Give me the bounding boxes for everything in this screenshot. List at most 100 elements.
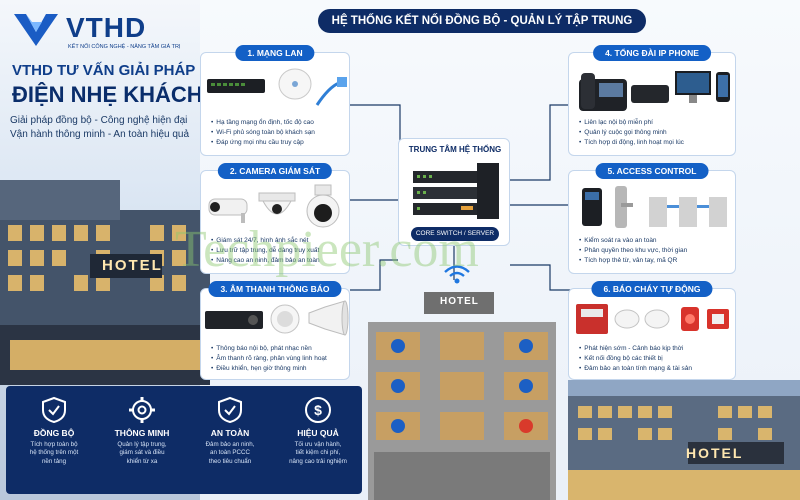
audio-feature-2: Âm thanh rõ ràng, phân vùng linh hoạt <box>211 355 327 362</box>
ipphone-feature-2: Quản lý cuộc gọi thông minh <box>579 129 666 136</box>
shield-icon <box>42 396 66 424</box>
camera-feature-2: Lưu trữ tập trung, dễ dàng truy xuất <box>211 247 319 254</box>
feature-an-toan: AN TOÀN Đảm bảo an ninh, an toàn PCCC th… <box>190 386 270 494</box>
camera-feature-3: Nâng cao an ninh, đảm bảo an toàn <box>211 257 319 264</box>
network-cable-icon <box>315 77 347 106</box>
camera-feature-1: Giám sát 24/7, hình ảnh sắc nét <box>211 237 308 244</box>
center-system: TRUNG TÂM HỆ THỐNG CORE SWITCH / SERVER <box>398 138 510 246</box>
panel-camera: 2. CAMERA GIÁM SÁT Giám sát 24/7, hình ả… <box>200 163 350 274</box>
feature-desc-line: khiển từ xa <box>126 457 158 465</box>
fire-bell-icon <box>681 307 699 331</box>
lan-feature-2: Wi-Fi phủ sóng toàn bộ khách sạn <box>211 129 315 136</box>
feature-title: ĐỒNG BỘ <box>33 428 75 438</box>
ipphone-feature-3: Tích hợp di động, linh hoạt mọi lúc <box>579 139 684 146</box>
panel-ipphone-title: 4. TỔNG ĐÀI IP PHONE <box>593 45 711 61</box>
panel-lan: 1. MẠNG LAN Hạ tầng mạng ổn định, tốc độ… <box>200 45 350 156</box>
feature-desc: Tích hợp toàn bộ hệ thống trên một nền t… <box>14 441 94 466</box>
hotel-building-left-image <box>0 180 210 385</box>
smartphone-icon <box>716 72 730 102</box>
feature-desc-line: Tích hợp toàn bộ <box>30 441 78 448</box>
feature-desc: Quản lý tập trung, giám sát và điều khiể… <box>102 441 182 466</box>
wifi-access-point-icon <box>278 68 312 100</box>
hero-line-1: VTHD TƯ VẤN GIẢI PHÁP <box>12 62 196 79</box>
access-feature-3: Tích hợp thẻ từ, vân tay, mã QR <box>579 257 677 264</box>
audio-feature-3: Điều khiển, hẹn giờ thông minh <box>211 365 306 372</box>
manual-call-point-icon <box>707 309 729 329</box>
fire-alarm-panel-icon <box>576 304 608 334</box>
wifi-signal-icon <box>444 265 470 284</box>
fire-feature-1: Phát hiện sớm - Cảnh báo kịp thời <box>579 345 683 352</box>
access-feature-1: Kiểm soát ra vào an toàn <box>579 237 656 244</box>
amplifier-icon <box>205 311 263 329</box>
center-subtitle: CORE SWITCH / SERVER <box>411 227 499 241</box>
brand-logo: VTHD KẾT NỐI CÔNG NGHỆ - NÂNG TẦM GIÁ TR… <box>12 10 202 50</box>
feature-title: THÔNG MINH <box>114 428 170 438</box>
feature-desc-line: giám sát và điều <box>119 449 165 457</box>
hotel-sign-center: HOTEL <box>440 296 479 307</box>
feature-desc-line: nền tảng <box>41 457 67 465</box>
feature-desc-line: Tối ưu vận hành, <box>294 441 342 448</box>
feature-desc-line: tiết kiệm chi phí, <box>295 449 341 457</box>
feature-desc-line: nâng cao trải nghiệm <box>289 457 347 465</box>
fire-feature-2: Kết nối đồng bộ các thiết bị <box>579 355 662 362</box>
audio-feature-1: Thông báo nội bộ, phát nhạc nền <box>211 345 311 352</box>
ptz-camera-icon <box>306 184 340 228</box>
dome-camera-icon <box>258 192 296 215</box>
panel-lan-title: 1. MẠNG LAN <box>235 45 315 61</box>
svg-text:$: $ <box>314 402 322 418</box>
brand-tagline: KẾT NỐI CÔNG NGHỆ - NÂNG TẦM GIÁ TRỊ <box>68 44 181 50</box>
vthd-logo-icon <box>14 14 58 46</box>
panel-audio-title: 3. ÂM THANH THÔNG BÁO <box>208 281 342 297</box>
main-header: HỆ THỐNG KẾT NỐI ĐỒNG BỘ - QUẢN LÝ TẬP T… <box>318 9 646 33</box>
panel-access-title: 5. ACCESS CONTROL <box>595 163 709 179</box>
lan-feature-3: Đáp ứng mọi nhu cầu truy cập <box>211 139 303 146</box>
access-keypad-icon <box>582 188 602 226</box>
hero-subline-1: Giải pháp đồng bộ - Công nghệ hiện đại <box>10 115 188 126</box>
gear-icon <box>129 397 155 423</box>
ceiling-speaker-icon <box>270 304 300 334</box>
hotel-sign-left: HOTEL <box>102 257 163 274</box>
brand-name: VTHD <box>66 12 147 43</box>
bullet-camera-icon <box>208 198 248 223</box>
feature-desc-line: Quản lý tập trung, <box>117 441 167 448</box>
hero-subline-2: Vận hành thông minh - An toàn hiệu quả <box>10 129 190 140</box>
panel-ipphone: 4. TỔNG ĐÀI IP PHONE Liên lạc nội bộ miễ… <box>568 45 736 156</box>
horn-speaker-icon <box>308 300 349 336</box>
feature-desc: Đảm bảo an ninh, an toàn PCCC theo tiêu … <box>190 441 270 466</box>
access-feature-2: Phân quyền theo khu vực, thời gian <box>579 247 687 254</box>
panel-audio: 3. ÂM THANH THÔNG BÁO Thông báo nội bộ, … <box>200 281 350 380</box>
feature-thong-minh: THÔNG MINH Quản lý tập trung, giám sát v… <box>102 386 182 494</box>
panel-fire: 6. BÁO CHÁY TỰ ĐỘNG Phát hiện sớm - Cảnh… <box>568 281 736 380</box>
feature-desc-line: theo tiêu chuẩn <box>208 457 252 465</box>
feature-desc: Tối ưu vận hành, tiết kiệm chi phí, nâng… <box>278 441 358 466</box>
features-bar: ĐỒNG BỘ Tích hợp toàn bộ hệ thống trên m… <box>6 386 362 494</box>
fire-feature-3: Đảm bảo an toàn tính mạng & tài sản <box>579 365 692 372</box>
hotel-photo-right <box>568 380 800 500</box>
center-title: TRUNG TÂM HỆ THỐNG <box>408 145 502 154</box>
smoke-detector-icon <box>614 309 670 329</box>
feature-title: HIỆU QUẢ <box>297 428 339 438</box>
ipphone-feature-1: Liên lạc nội bộ miễn phí <box>579 119 653 126</box>
server-rack-icon <box>413 163 499 219</box>
turnstile-gate-icon <box>649 197 727 227</box>
feature-title: AN TOÀN <box>210 428 250 438</box>
feature-dong-bo: ĐỒNG BỘ Tích hợp toàn bộ hệ thống trên m… <box>14 386 94 494</box>
shield-check-icon <box>218 396 242 424</box>
panel-fire-title: 6. BÁO CHÁY TỰ ĐỘNG <box>591 281 713 297</box>
feature-desc-line: an toàn PCCC <box>210 449 250 457</box>
panel-camera-title: 2. CAMERA GIÁM SÁT <box>217 163 333 179</box>
ip-phone-icon <box>579 73 627 111</box>
watermark: Techpieer.com <box>175 221 479 278</box>
lan-feature-1: Hạ tầng mạng ổn định, tốc độ cao <box>211 119 314 126</box>
lan-switch-icon <box>207 79 265 93</box>
hotel-sign-right: HOTEL <box>686 445 744 461</box>
hotel-building-center-image <box>368 292 556 500</box>
panel-access: 5. ACCESS CONTROL Kiểm soát ra vào an to… <box>568 163 736 274</box>
monitor-icon <box>675 71 711 103</box>
feature-desc-line: Đảm bảo an ninh, <box>205 441 255 448</box>
dollar-icon: $ <box>305 397 331 423</box>
feature-desc-line: hệ thống trên một <box>29 449 79 457</box>
pbx-box-icon <box>631 85 669 103</box>
feature-hieu-qua: $ HIỆU QUẢ Tối ưu vận hành, tiết kiệm ch… <box>278 386 358 494</box>
smart-lock-icon <box>615 186 633 228</box>
